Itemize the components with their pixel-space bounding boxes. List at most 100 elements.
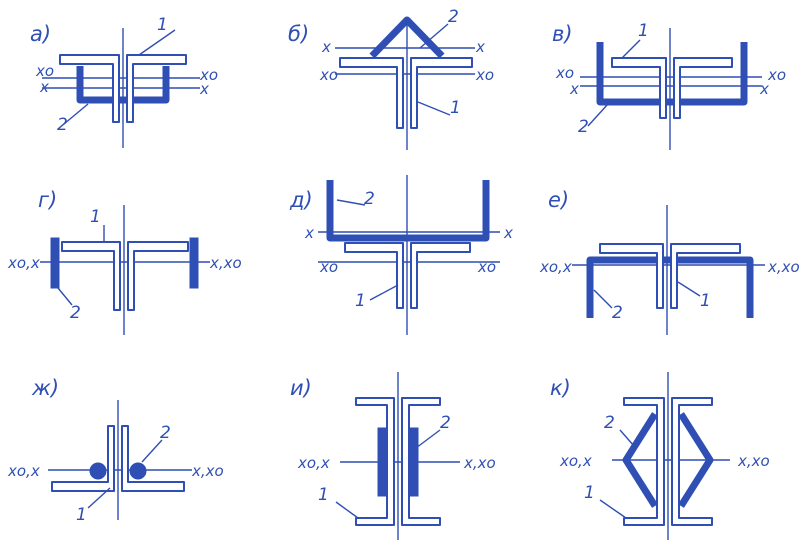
part-1-label: 1 bbox=[700, 291, 711, 311]
leader-2 bbox=[336, 199, 366, 206]
rod-2-right bbox=[129, 462, 147, 480]
panel-label-d: д) bbox=[289, 188, 313, 212]
panel-d: д) 2 1 x x xo xo bbox=[289, 175, 513, 335]
axis-label-x-left: x bbox=[569, 80, 579, 98]
panel-g: г) 1 2 xo,x x,xo bbox=[7, 188, 242, 335]
axis-label-left: xo,x bbox=[559, 452, 592, 470]
panel-label-i: и) bbox=[290, 376, 312, 400]
axis-label-right: x,xo bbox=[191, 462, 224, 480]
part-2-label: 2 bbox=[448, 7, 459, 27]
axis-label-left: xo,x bbox=[539, 258, 572, 276]
angle-left bbox=[51, 425, 115, 492]
angle-right bbox=[127, 241, 189, 311]
leader-1 bbox=[677, 281, 701, 297]
axis-label-right: x,xo bbox=[737, 452, 770, 470]
part-2-label: 2 bbox=[604, 413, 615, 433]
panel-v: в) 1 2 xo x xo x bbox=[552, 21, 786, 150]
leader-2 bbox=[57, 287, 73, 306]
panel-label-b: б) bbox=[288, 22, 309, 46]
leader-2 bbox=[415, 429, 441, 449]
part-2-label: 2 bbox=[160, 423, 171, 443]
part-2-label: 2 bbox=[440, 413, 451, 433]
angle-left bbox=[611, 57, 667, 119]
panel-label-v: в) bbox=[552, 22, 573, 46]
leader-2 bbox=[619, 429, 635, 447]
panel-zh: ж) 2 1 xo,x x,xo bbox=[7, 376, 224, 525]
part-2-label: 2 bbox=[70, 303, 81, 323]
plate-2 bbox=[326, 180, 490, 242]
part-1-label: 1 bbox=[355, 291, 366, 311]
axis-label-x0-left: xo bbox=[319, 66, 338, 84]
axis-label-x-right: x bbox=[475, 38, 485, 56]
panel-label-g: г) bbox=[38, 188, 57, 212]
leader-2 bbox=[63, 103, 89, 125]
part-1-label: 1 bbox=[638, 21, 649, 41]
angle-left bbox=[344, 242, 404, 309]
axis-label-x-right: x bbox=[759, 80, 769, 98]
angle-right bbox=[673, 57, 733, 119]
axis-label-x0-right: xo bbox=[199, 66, 218, 84]
leader-1 bbox=[138, 29, 176, 56]
plate-2-left bbox=[50, 237, 60, 289]
plate-2 bbox=[76, 66, 170, 104]
part-1-label: 1 bbox=[90, 207, 101, 227]
leader-2 bbox=[587, 103, 609, 127]
panel-e: е) 2 1 xo,x x,xo bbox=[539, 188, 800, 335]
part-1-label: 1 bbox=[584, 483, 595, 503]
plate-2-right bbox=[189, 237, 199, 289]
part-2-label: 2 bbox=[578, 117, 589, 137]
plate-2-left bbox=[377, 427, 387, 497]
axis-label-x0-left: xo bbox=[319, 258, 338, 276]
axis-label-right: x,xo bbox=[463, 454, 496, 472]
part-2-label: 2 bbox=[57, 115, 68, 135]
plate-2 bbox=[369, 16, 445, 59]
angle-right bbox=[410, 242, 471, 309]
axis-label-x-left: x bbox=[321, 38, 331, 56]
axis-label-right: x,xo bbox=[209, 254, 242, 272]
axis-label-x0-right: xo bbox=[767, 66, 786, 84]
angle-right bbox=[670, 243, 741, 309]
panel-label-k: к) bbox=[550, 376, 571, 400]
channel-left bbox=[355, 397, 395, 526]
axis-label-x0-right: xo bbox=[475, 66, 494, 84]
axis-label-x-left: x bbox=[39, 78, 49, 96]
plate-2-right bbox=[409, 427, 419, 497]
leader-1 bbox=[621, 39, 641, 59]
angle-left bbox=[61, 241, 121, 311]
axis-label-x-right: x bbox=[503, 224, 513, 242]
axis-label-x-left: x bbox=[304, 224, 314, 242]
axis-label-right: x,xo bbox=[767, 258, 800, 276]
axis-label-left: xo,x bbox=[7, 254, 40, 272]
panel-b: б) 2 1 x x xo xo bbox=[288, 7, 494, 150]
plate-2 bbox=[596, 42, 748, 106]
channel-right bbox=[401, 397, 441, 526]
plate-2-left bbox=[622, 412, 658, 508]
angle-right bbox=[126, 54, 187, 123]
part-1-label: 1 bbox=[318, 485, 329, 505]
panel-k: к) 2 1 xo,x x,xo bbox=[550, 372, 770, 540]
leader-1 bbox=[599, 499, 627, 519]
leader-1 bbox=[87, 487, 111, 509]
angle-right bbox=[121, 425, 185, 492]
axis-label-left: xo,x bbox=[7, 462, 40, 480]
part-1-label: 1 bbox=[157, 15, 168, 35]
part-1-label: 1 bbox=[450, 98, 461, 118]
angle-left bbox=[599, 243, 664, 309]
plate-2-right bbox=[678, 412, 714, 508]
panel-i: и) 2 1 xo,x x,xo bbox=[290, 372, 496, 540]
axis-label-left: xo,x bbox=[297, 454, 330, 472]
part-2-label: 2 bbox=[364, 189, 375, 209]
leader-1 bbox=[417, 101, 451, 116]
angle-left bbox=[59, 54, 120, 123]
leader-2 bbox=[419, 23, 449, 49]
leader-2 bbox=[141, 439, 163, 463]
channel-left bbox=[623, 397, 665, 526]
panel-a: а) 1 2 xo x xo x bbox=[30, 15, 218, 148]
panel-label-zh: ж) bbox=[31, 376, 59, 400]
axis-label-x0-left: xo bbox=[35, 62, 54, 80]
rod-2-left bbox=[89, 462, 107, 480]
axis-label-x-right: x bbox=[199, 80, 209, 98]
leader-2 bbox=[593, 289, 613, 309]
